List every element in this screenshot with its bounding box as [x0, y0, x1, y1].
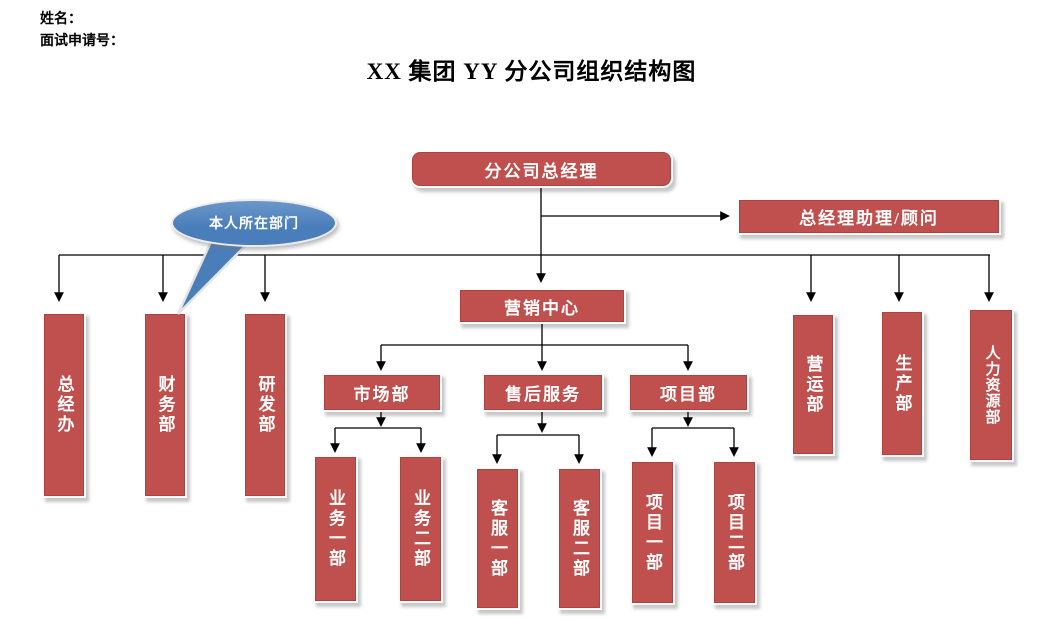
org-node-general-manager: 分公司总经理 [410, 150, 673, 188]
page-title: XX 集团 YY 分公司组织结构图 [366, 59, 697, 84]
callout-tail [176, 233, 253, 315]
org-node-project-2: 项目二部 [712, 460, 757, 605]
org-node-label: 研发部 [255, 375, 275, 435]
application-number-label: 面试申请号： [40, 34, 124, 49]
org-node-label: 项目二部 [725, 492, 744, 573]
org-node-label: 总经理助理/顾问 [799, 209, 939, 228]
org-node-production: 生产部 [880, 310, 924, 457]
org-node-label: 售后服务 [505, 385, 581, 404]
callout-bubble: 本人所在部门 [171, 199, 337, 247]
org-node-label: 业务二部 [411, 489, 430, 569]
org-node-label: 生产部 [892, 353, 912, 414]
org-node-label: 财务部 [155, 375, 175, 435]
org-node-human-resources: 人力资源部 [968, 308, 1014, 462]
org-node-marketing-center: 营销中心 [458, 288, 626, 324]
name-field-label: 姓名： [40, 12, 82, 27]
org-node-label: 总经办 [54, 375, 74, 435]
org-node-project-1: 项目一部 [630, 460, 675, 605]
org-node-label: 业务一部 [326, 489, 345, 569]
org-node-label: 营销中心 [504, 298, 580, 318]
org-node-finance: 财务部 [143, 312, 187, 498]
org-node-label: 分公司总经理 [484, 161, 599, 181]
org-node-business-2: 业务二部 [398, 455, 443, 603]
org-node-operations: 营运部 [791, 313, 835, 456]
org-node-label: 客服二部 [570, 498, 589, 579]
org-node-business-1: 业务一部 [313, 455, 358, 603]
org-node-rnd: 研发部 [243, 312, 287, 498]
org-node-market: 市场部 [322, 373, 442, 412]
org-node-after-sales: 售后服务 [482, 373, 604, 412]
org-node-service-2: 客服二部 [557, 467, 602, 610]
org-node-label: 人力资源部 [983, 345, 1000, 425]
org-node-general-office: 总经办 [42, 312, 86, 498]
org-node-project: 项目部 [628, 373, 749, 412]
callout-label: 本人所在部门 [209, 217, 299, 232]
org-node-label: 项目部 [660, 385, 717, 404]
org-node-label: 客服一部 [488, 498, 507, 579]
org-node-label: 营运部 [803, 354, 823, 415]
org-node-label: 项目一部 [643, 492, 662, 573]
org-node-label: 市场部 [353, 385, 411, 404]
org-node-assistant: 总经理助理/顾问 [737, 198, 1001, 235]
org-node-service-1: 客服一部 [475, 467, 520, 610]
